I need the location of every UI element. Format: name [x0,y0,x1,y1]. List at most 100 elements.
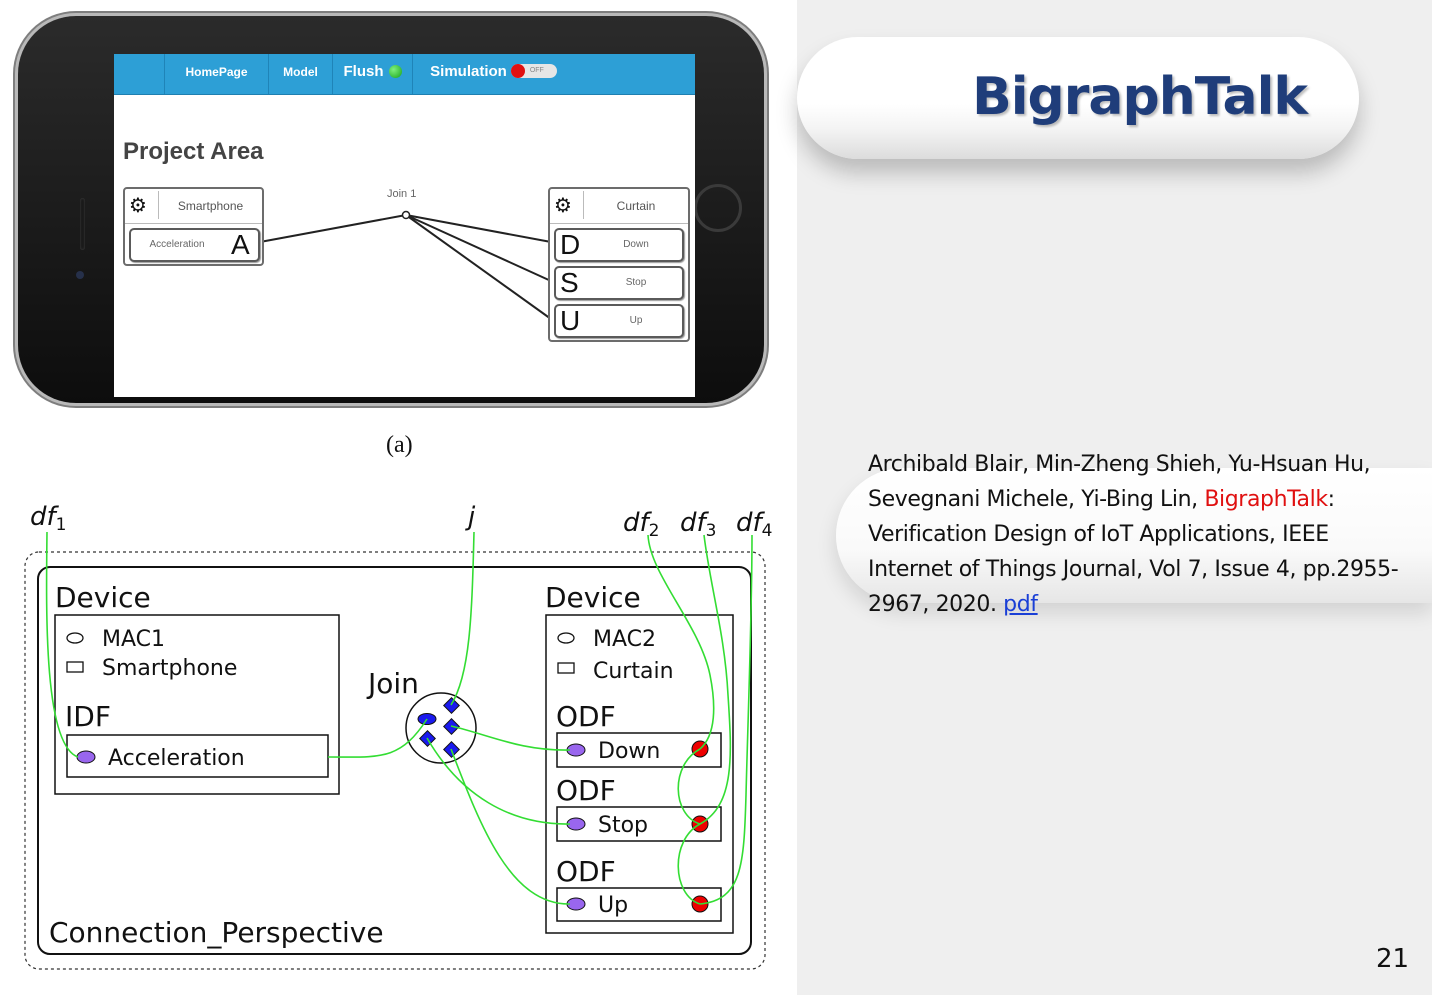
join-port-j-icon [443,697,460,714]
ellipse-icon [66,632,84,644]
feature-up-letter: U [560,305,581,336]
wire-join-up[interactable] [405,214,552,320]
perspective-label: Connection_Perspective [49,916,384,949]
reference-details: : Verification Design of IoT Application… [868,487,1399,617]
smartphone-node[interactable]: ⚙ Smartphone Acceleration A [123,187,264,266]
df1-text: df [30,502,60,532]
feature-up[interactable]: U Up [554,304,684,338]
curtain-node[interactable]: ⚙ Curtain D Down S Stop U Up [548,187,690,342]
phone-speaker [80,198,85,250]
pdf-link[interactable]: pdf [1003,592,1038,617]
left-name-label: Smartphone [102,656,237,681]
gear-icon[interactable]: ⚙ [129,193,147,217]
df4-subscript: 4 [762,521,773,541]
left-device-box [54,614,340,795]
right-device-title: Device [545,581,641,614]
link-acceleration-join [327,718,428,758]
odf-label-up: ODF [556,855,616,888]
df2-text: df [623,508,653,538]
phone-camera [76,271,84,279]
odf-down-label: Down [598,739,660,764]
smartphone-node-name: Smartphone [177,199,244,213]
df1-subscript: 1 [56,515,67,535]
odf-up-label: Up [598,893,628,918]
link-df4-up [699,534,753,905]
odf-label-down: ODF [556,700,616,733]
app-screen: HomePage Model Flush Simulation OFF Proje… [114,54,695,397]
right-device-box [545,614,734,934]
outer-dashed-region [24,551,766,970]
feature-acceleration[interactable]: Acceleration A [129,228,260,262]
feature-stop-letter: S [560,267,579,298]
feature-up-name: Up [629,315,643,326]
nav-model[interactable]: Model [268,54,332,94]
figure-panel: HomePage Model Flush Simulation OFF Proje… [0,0,797,995]
feature-stop[interactable]: S Stop [554,266,684,300]
left-device-title: Device [55,581,151,614]
feature-down-name: Down [623,239,649,250]
phone-home-button[interactable] [694,184,742,232]
right-name-label: Curtain [593,659,674,684]
join-circle [405,692,477,764]
curtain-node-header: ⚙ Curtain [550,189,688,224]
df1-label: df1 [30,502,67,535]
join-title: Join [366,667,419,700]
nav-model-label: Model [283,65,318,79]
rectangle-icon [557,662,575,674]
project-area-title: Project Area [123,138,264,165]
green-links [45,531,753,905]
link-j-join [450,531,475,706]
connection-perspective-box [37,566,752,955]
header-divider [583,191,584,219]
right-mac-label: MAC2 [593,627,656,652]
df3-text: df [680,508,710,538]
feature-stop-name: Stop [625,277,647,288]
nav-homepage[interactable]: HomePage [164,54,268,94]
toggle-knob [510,64,525,78]
nav-flush[interactable]: Flush [332,54,412,94]
simulation-toggle[interactable]: OFF [510,64,557,78]
reference-background [836,468,1432,603]
nav-simulation[interactable]: Simulation OFF [412,54,574,94]
gear-icon[interactable]: ⚙ [554,193,572,217]
join-label: Join 1 [387,188,417,200]
link-join-down [450,725,571,751]
wire-join-stop[interactable] [405,214,552,282]
flush-status-led-icon [388,65,402,78]
left-mac-label: MAC1 [102,627,165,652]
nav-flush-label: Flush [343,63,384,80]
rectangle-icon [66,661,84,673]
df3-subscript: 3 [706,521,717,541]
ellipse-icon [557,632,575,644]
wire-join-down[interactable] [405,214,552,243]
odf-label-stop: ODF [556,774,616,807]
app-connection-lines [259,210,552,320]
smartphone-node-header: ⚙ Smartphone [125,189,262,224]
toggle-state-label: OFF [529,67,544,74]
page-number: 21 [1376,944,1410,974]
curtain-node-name: Curtain [616,199,656,213]
reference-authors: Archibald Blair, Min-Zheng Shieh, Yu-Hsu… [868,452,1371,512]
idf-acceleration-box [66,734,329,778]
link-join-stop [426,737,571,825]
join-node[interactable] [401,210,411,220]
feature-acceleration-name: Acceleration [149,239,205,250]
df4-text: df [736,508,766,538]
slide-title: BigraphTalk [972,67,1308,127]
odf-stop-label: Stop [598,813,648,838]
wire-acceleration-join[interactable] [259,214,407,243]
reference-highlight: BigraphTalk [1204,487,1328,512]
app-nav-bar: HomePage Model Flush Simulation OFF [114,54,695,95]
nav-simulation-label: Simulation [430,63,507,80]
bigraph-diagram: Device MAC1 Smartphone IDF Acceleration … [24,502,773,970]
df4-label: df4 [736,508,773,541]
link-down-stop [677,748,701,825]
idf-label: IDF [65,700,111,733]
link-df1-acceleration [45,531,79,758]
nav-homepage-label: HomePage [185,65,248,79]
purple-port-icon [76,750,96,764]
df2-label: df2 [623,508,660,541]
link-df2-down [647,534,715,750]
feature-down-letter: D [560,229,581,260]
feature-down[interactable]: D Down [554,228,684,262]
